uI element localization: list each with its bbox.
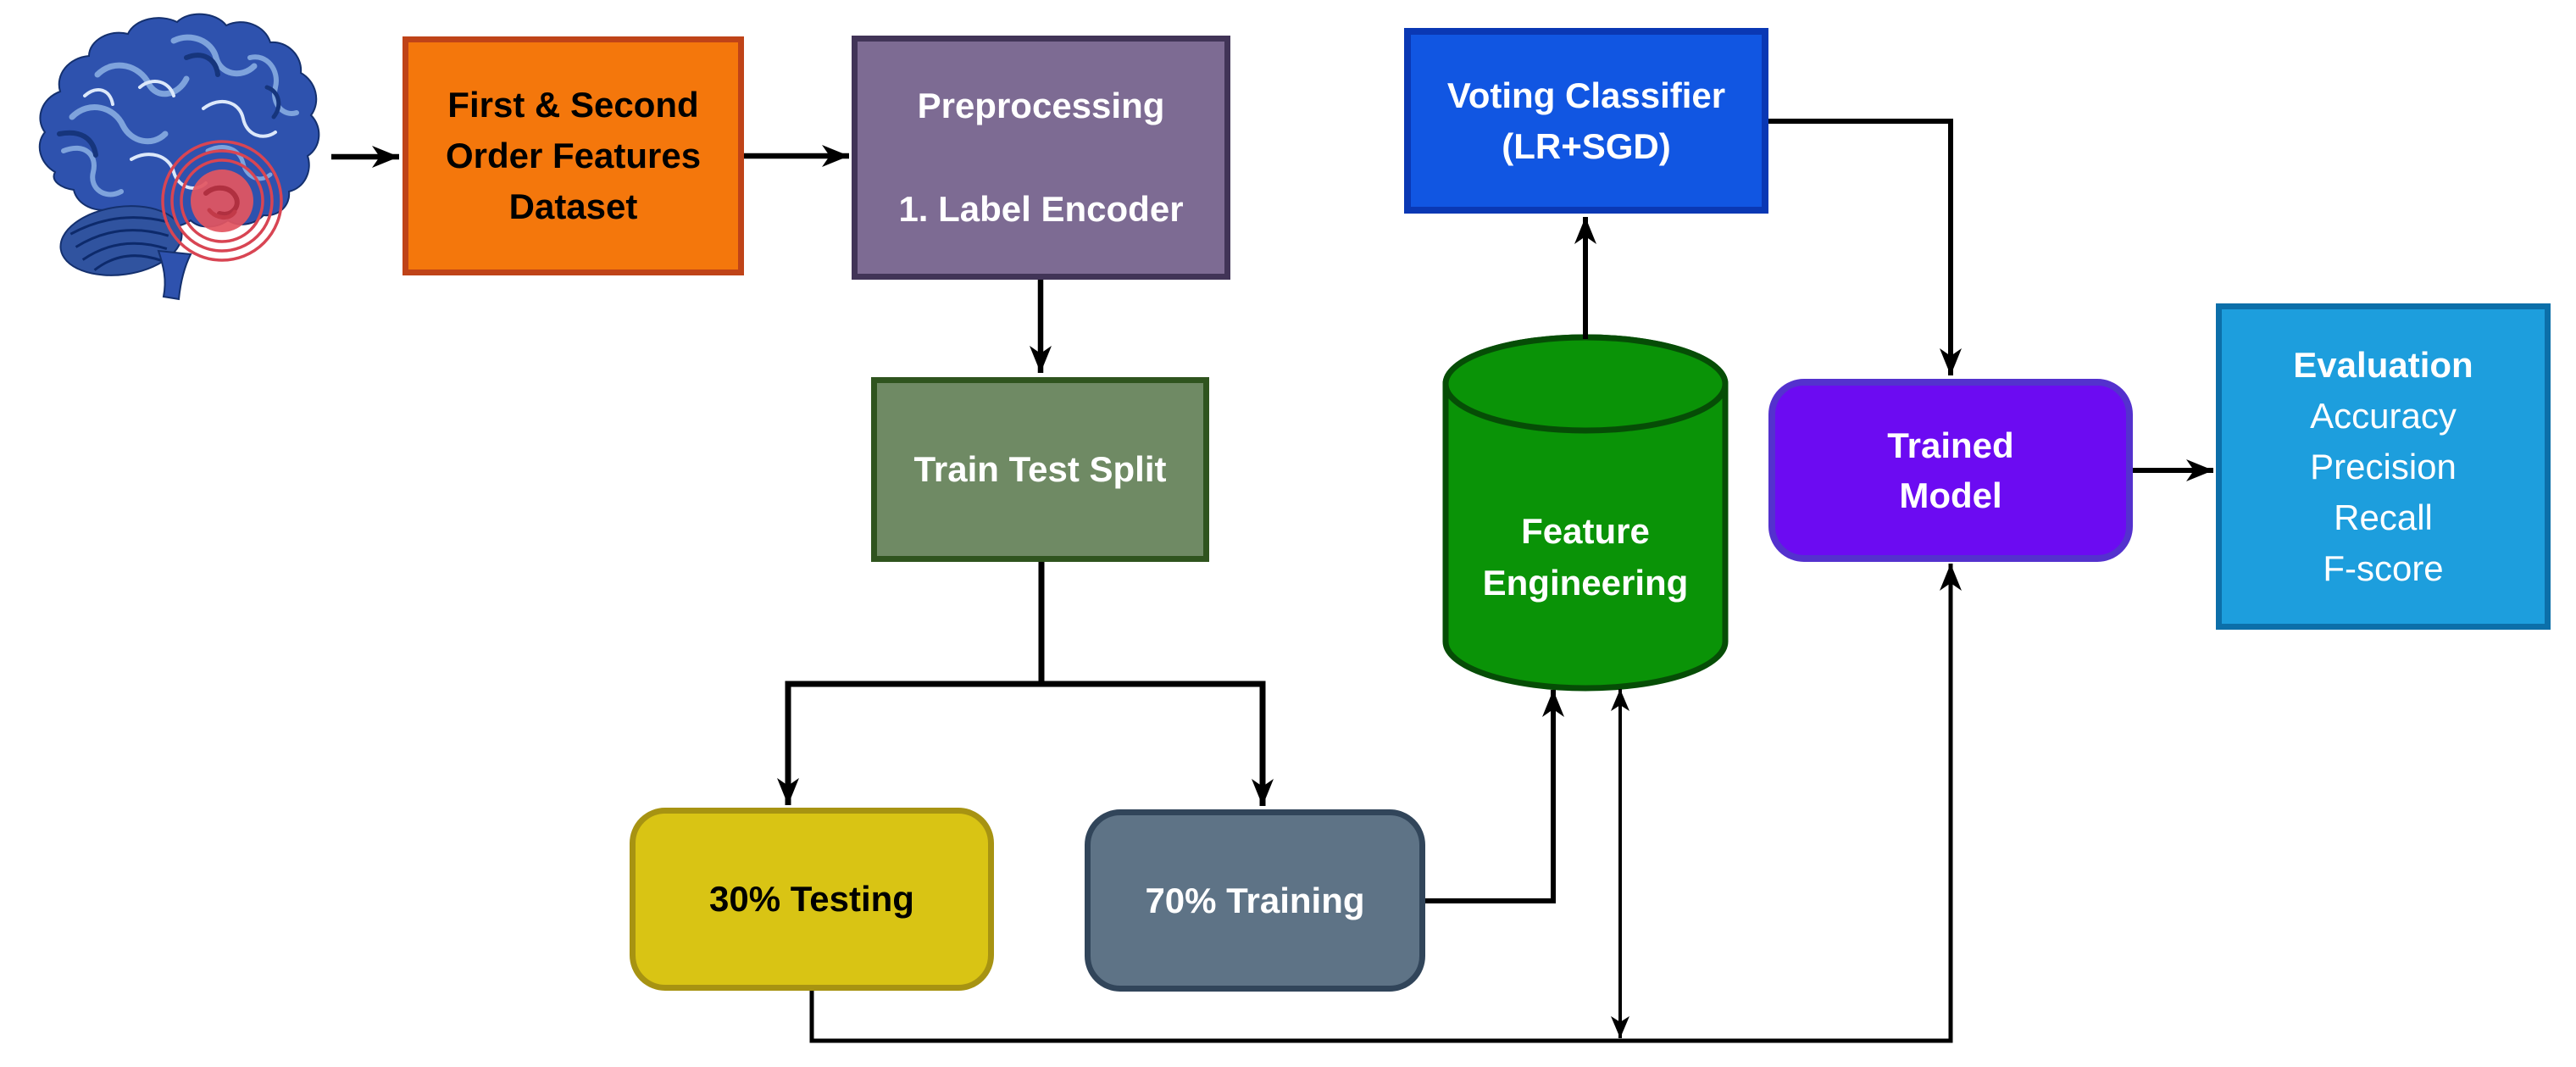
node-feature-engineering-line2: Engineering [1482, 563, 1689, 603]
node-feature-engineering-label: Feature Engineering [1446, 505, 1725, 609]
node-trained-model-line2: Model [1899, 475, 2002, 515]
node-evaluation: Evaluation Accuracy Precision Recall F-s… [2216, 303, 2551, 630]
node-voting-classifier: Voting Classifier (LR+SGD) [1404, 28, 1768, 214]
edges [331, 119, 2213, 1043]
node-features-dataset: First & Second Order Features Dataset [402, 36, 744, 275]
node-training-70-label: 70% Training [1145, 880, 1365, 920]
edge-testing-bottomline-to-trained [809, 564, 1962, 1043]
node-trained-model: Trained Model [1768, 379, 2133, 562]
node-evaluation-metric-accuracy: Accuracy [2310, 395, 2457, 436]
node-train-test-split: Train Test Split [871, 377, 1209, 562]
edge-voting-to-trained [1768, 119, 1962, 375]
node-preprocessing-title: Preprocessing [917, 86, 1165, 125]
node-feature-engineering-line1: Feature [1521, 511, 1650, 551]
node-testing-30-label: 30% Testing [709, 879, 914, 919]
tumor-rings [161, 140, 283, 262]
node-preprocessing-step1: 1. Label Encoder [898, 189, 1184, 229]
node-voting-classifier-line1: Voting Classifier [1446, 75, 1726, 115]
node-train-test-split-label: Train Test Split [913, 449, 1167, 489]
node-preprocessing: Preprocessing 1. Label Encoder [852, 36, 1230, 280]
node-evaluation-metric-fscore: F-score [2323, 547, 2444, 588]
node-features-dataset-line3: Dataset [508, 186, 638, 226]
node-evaluation-metric-recall: Recall [2334, 497, 2433, 537]
cerebellum-shape [59, 205, 183, 276]
node-features-dataset-line2: Order Features [445, 136, 702, 175]
node-training-70: 70% Training [1085, 809, 1425, 992]
cerebrum-shape [38, 13, 320, 228]
node-testing-30: 30% Testing [630, 808, 994, 991]
edge-split-branches [777, 681, 1274, 806]
node-evaluation-title: Evaluation [2293, 344, 2473, 385]
tumor-highlight [161, 140, 283, 262]
brain-illustration [38, 13, 320, 301]
node-features-dataset-line1: First & Second [447, 85, 699, 125]
brain-stem [157, 249, 192, 301]
node-voting-classifier-line2: (LR+SGD) [1502, 125, 1671, 166]
node-evaluation-metric-precision: Precision [2310, 446, 2457, 486]
edge-training-to-feature-eng [1425, 690, 1564, 903]
node-trained-model-line1: Trained [1887, 425, 2014, 465]
brain-gyri [57, 34, 299, 197]
